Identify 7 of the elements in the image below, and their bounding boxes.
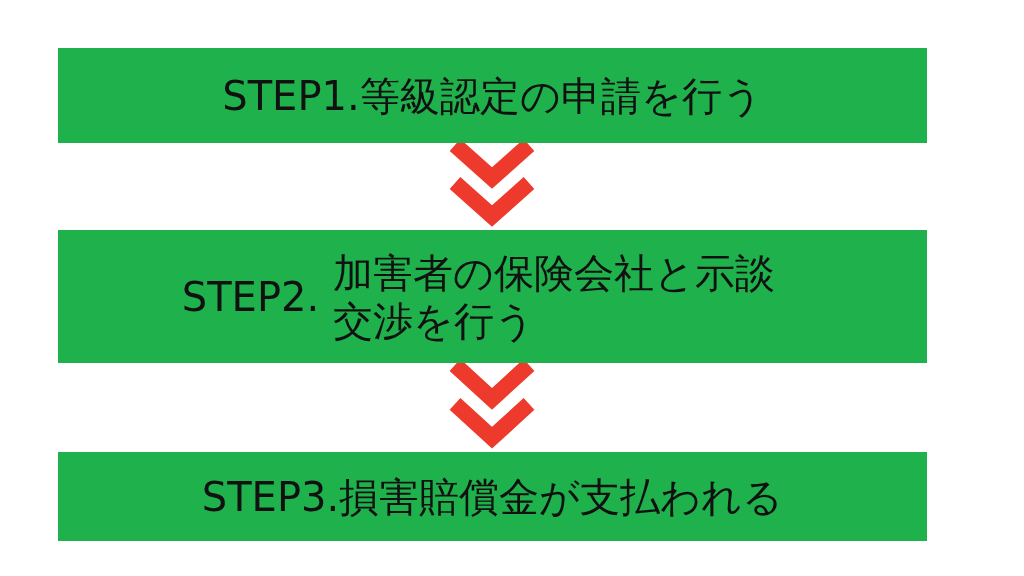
- step-text: STEP3.損害賠償金が支払われる: [201, 472, 784, 521]
- step-text: STEP1.等級認定の申請を行う: [222, 71, 763, 120]
- step-box: [58, 452, 927, 541]
- step-box: [58, 230, 927, 363]
- step-box: [58, 48, 927, 143]
- step-text: 加害者の保険会社と示談交渉を行う: [333, 248, 777, 345]
- step-text: STEP2.: [181, 272, 320, 321]
